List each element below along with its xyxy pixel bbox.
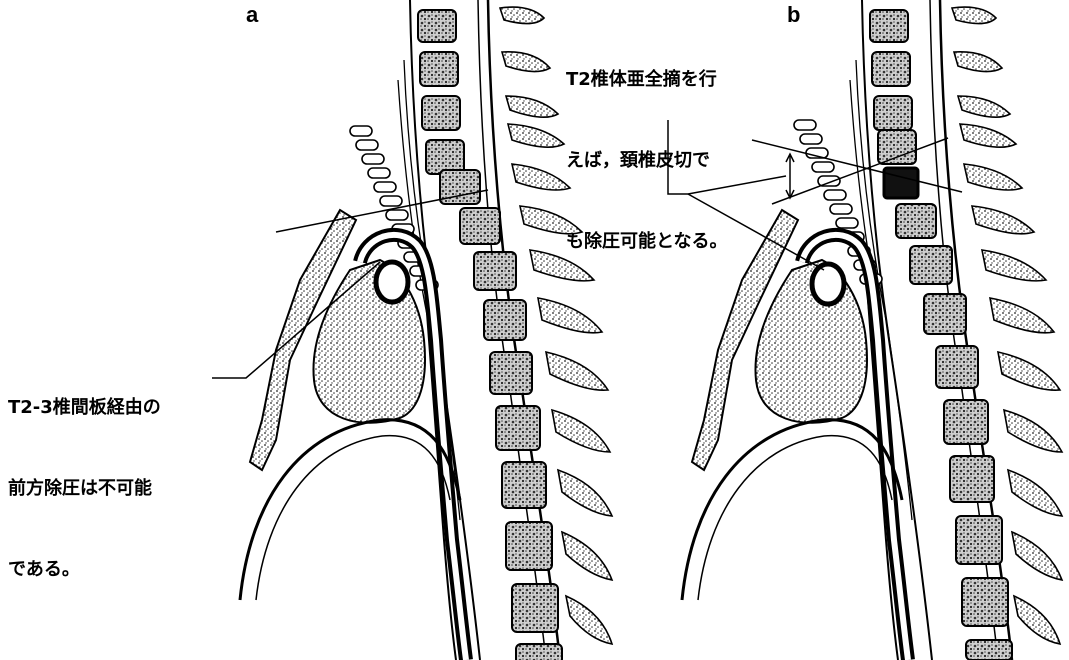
vertebra <box>496 406 540 450</box>
trachea-ring <box>794 120 816 130</box>
spinous-process <box>538 298 602 333</box>
vertebra <box>872 52 910 86</box>
trachea-ring <box>386 210 408 220</box>
spinous-process <box>954 52 1002 72</box>
vertebra <box>870 10 908 42</box>
trachea-ring <box>362 154 384 164</box>
spinous-process <box>506 96 558 117</box>
vertebra <box>422 96 460 130</box>
vertebra <box>506 522 552 570</box>
vertebra <box>418 10 456 42</box>
spinous-process <box>530 250 594 281</box>
vertebra <box>490 352 532 394</box>
vertebra-t2-resected <box>884 168 918 198</box>
panel-b-diaphragm-inner <box>698 436 892 600</box>
vertebra <box>944 400 988 444</box>
spinous-process <box>558 470 612 516</box>
spinous-process <box>502 52 550 72</box>
spinous-process <box>1008 470 1062 516</box>
spinous-process <box>520 206 582 234</box>
trachea-ring <box>836 218 858 228</box>
vertebra <box>420 52 458 86</box>
panel-b-approach-line-1 <box>752 140 962 192</box>
vertebra <box>924 294 966 334</box>
spinous-process <box>566 596 612 644</box>
panel-a-pulmonary-vessel <box>376 262 408 302</box>
vertebra <box>962 578 1008 626</box>
spinous-process <box>500 7 544 23</box>
trachea-ring <box>812 162 834 172</box>
spinous-process <box>552 410 610 452</box>
vertebra <box>512 584 558 632</box>
spinous-process <box>1012 532 1062 580</box>
spinous-process <box>972 206 1034 234</box>
trachea-ring <box>356 140 378 150</box>
spinous-process <box>952 7 996 23</box>
vertebra <box>474 252 516 290</box>
trachea-ring <box>350 126 372 136</box>
vertebra <box>484 300 526 340</box>
trachea-ring <box>800 134 822 144</box>
vertebra <box>426 140 464 174</box>
vertebra <box>896 204 936 238</box>
panel-b-caption-pointer-1 <box>668 120 786 194</box>
spinous-process <box>998 352 1060 390</box>
vertebra <box>966 640 1012 660</box>
vertebra <box>878 130 916 164</box>
spinous-process <box>1014 596 1060 644</box>
trachea-ring <box>818 176 840 186</box>
spinous-process <box>990 298 1054 333</box>
trachea-ring <box>824 190 846 200</box>
vertebra <box>956 516 1002 564</box>
vertebra <box>936 346 978 388</box>
vertebra <box>874 96 912 130</box>
vertebra <box>516 644 562 660</box>
panel-a-illustration <box>212 0 612 660</box>
spinous-process <box>508 124 564 147</box>
vertebra <box>950 456 994 502</box>
spinous-process <box>512 164 570 190</box>
panel-b-pulmonary-vessel <box>812 264 844 304</box>
vertebra <box>910 246 952 284</box>
vertebra <box>460 208 500 244</box>
spinous-process <box>964 164 1022 190</box>
trachea-ring <box>830 204 852 214</box>
vertebra <box>502 462 546 508</box>
spinous-process <box>562 532 612 580</box>
trachea-ring <box>368 168 390 178</box>
spinous-process <box>982 250 1046 281</box>
trachea-ring <box>374 182 396 192</box>
spinous-process <box>958 96 1010 117</box>
panel-a-diaphragm-inner <box>256 436 450 600</box>
spinous-process <box>960 124 1016 147</box>
spinous-process <box>546 352 608 390</box>
trachea-ring <box>380 196 402 206</box>
spinous-process <box>1004 410 1062 452</box>
panel-b-illustration <box>668 0 1062 660</box>
